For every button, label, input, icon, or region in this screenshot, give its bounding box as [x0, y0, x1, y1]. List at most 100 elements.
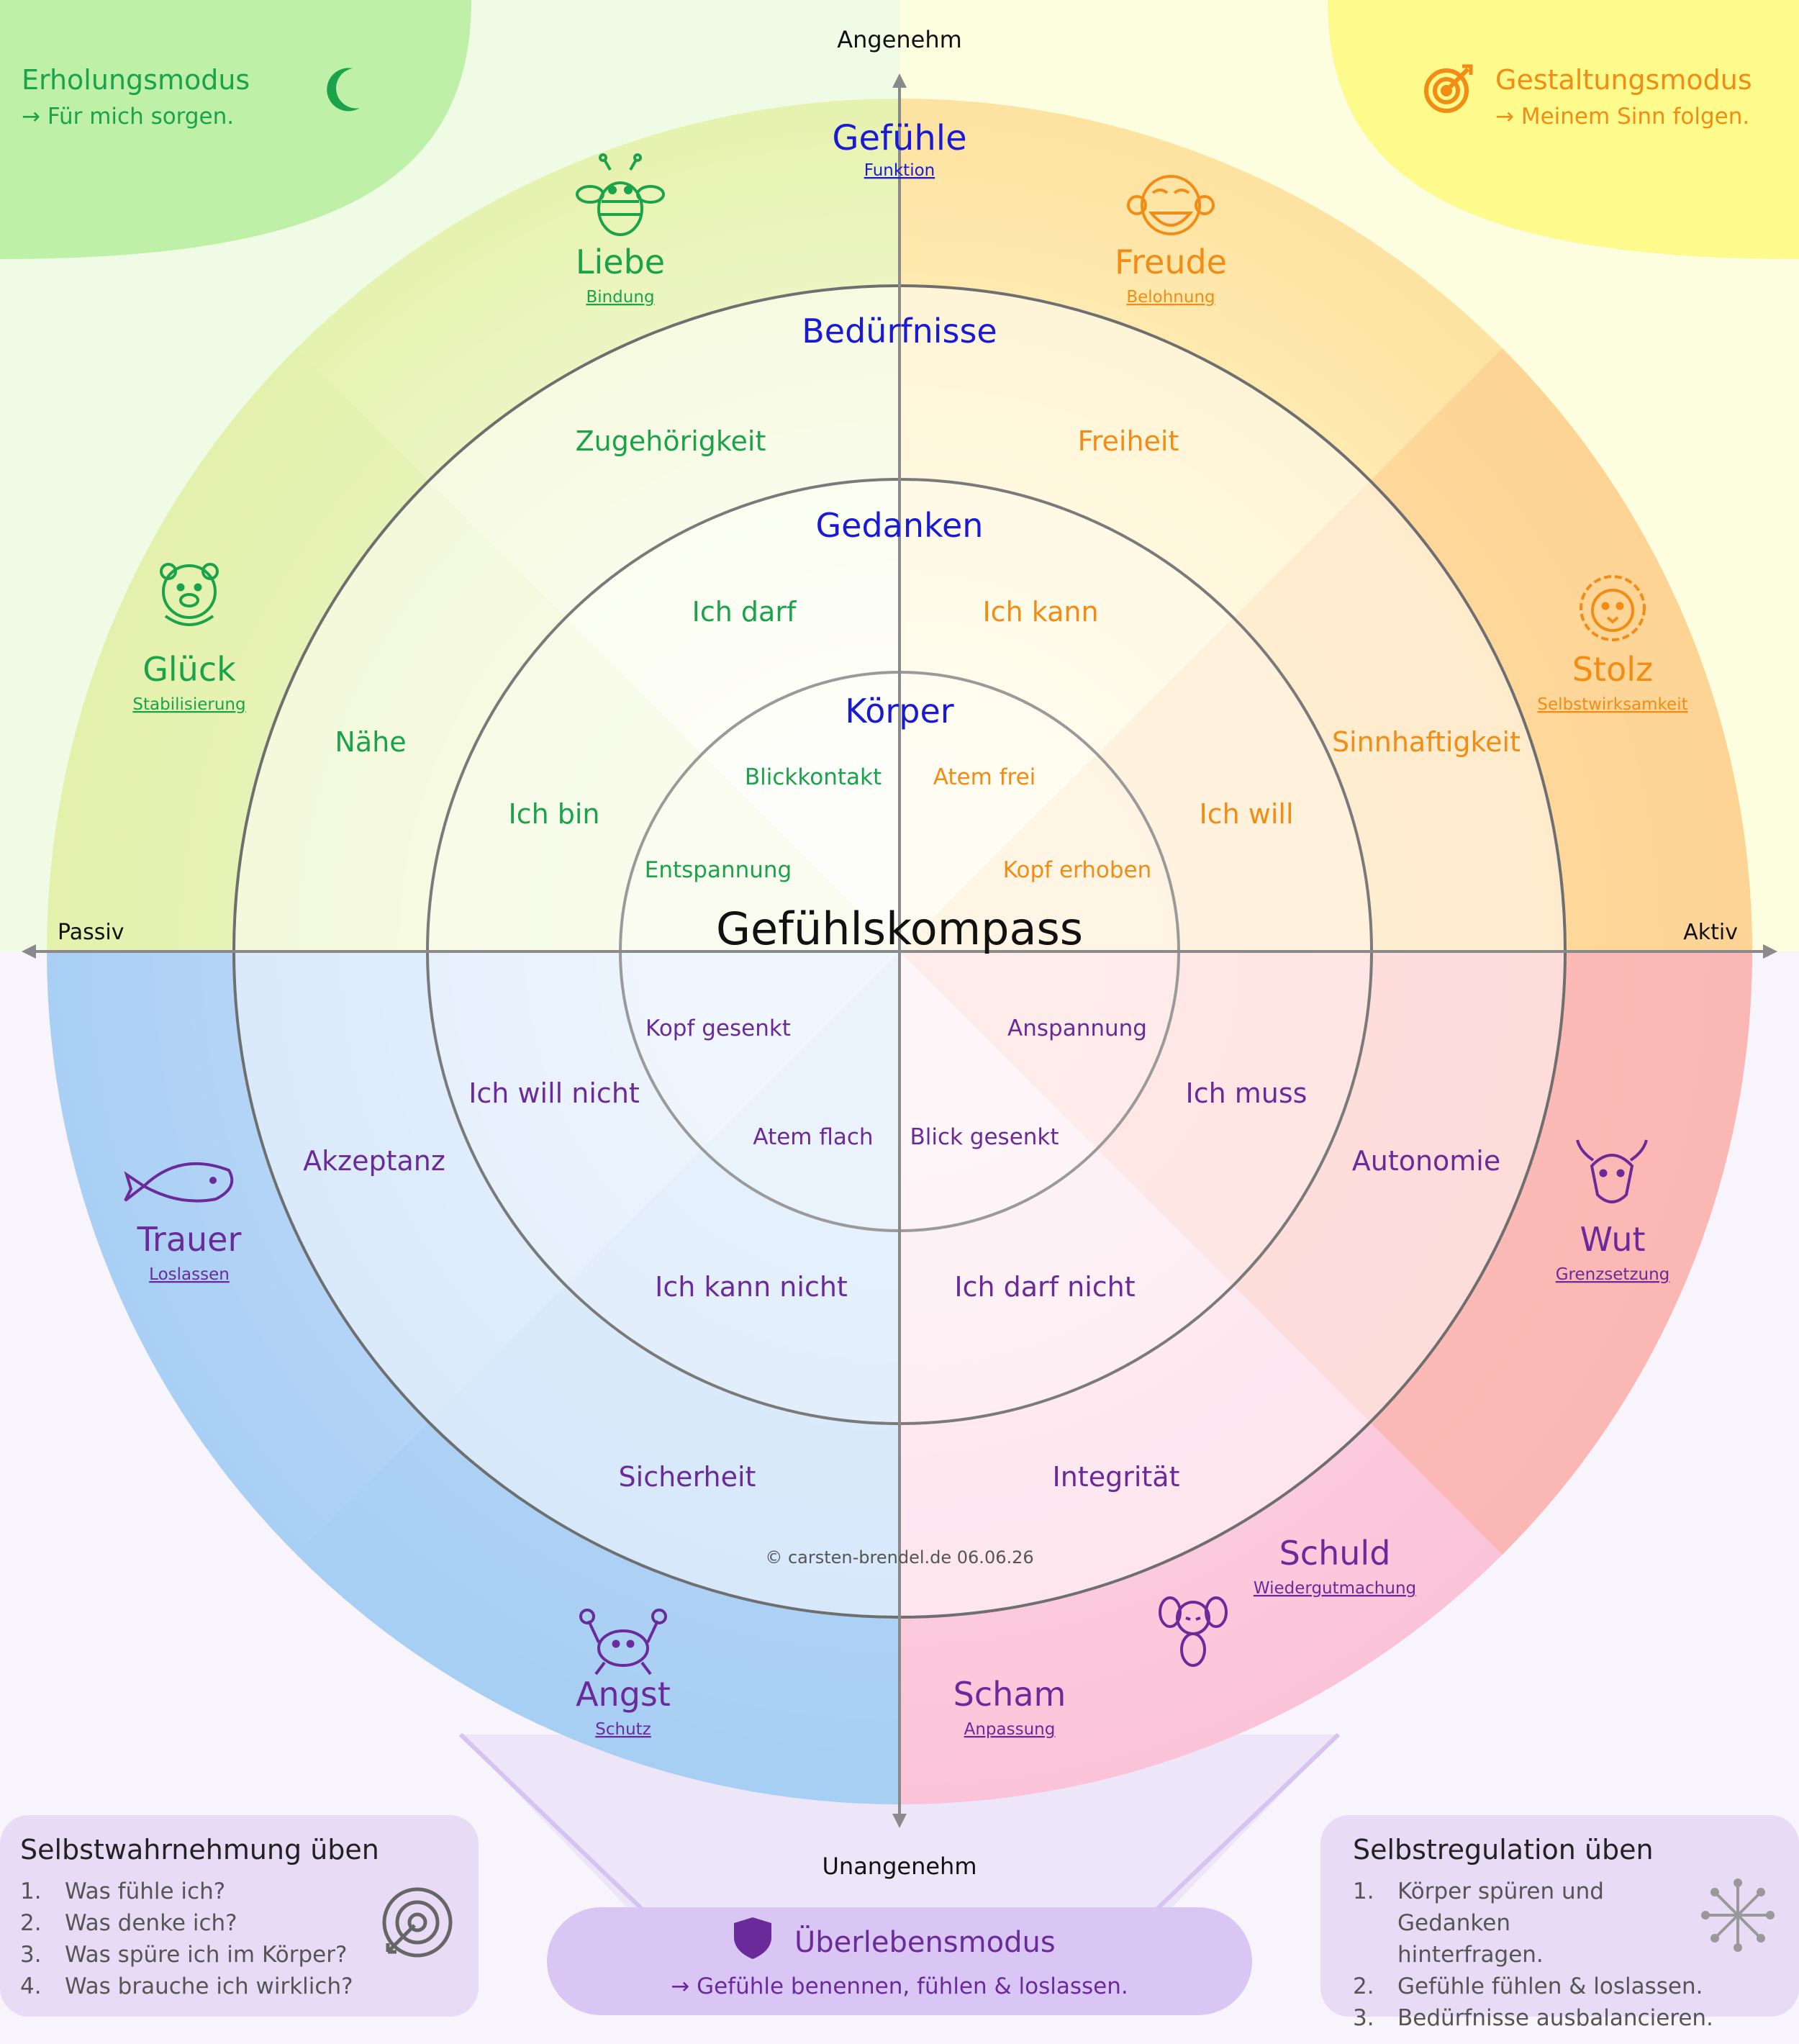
list-item: 3.Was spüre ich im Körper?	[20, 1942, 348, 1968]
emotion-function: Loslassen	[149, 1265, 230, 1284]
selbstregulation-title: Selbstregulation üben	[1353, 1834, 1654, 1866]
emotion-trauer: Trauer Loslassen	[124, 1162, 242, 1284]
gestaltungsmodus-region	[1328, 0, 1799, 259]
ring-title-koerper: Körper	[845, 692, 953, 731]
emotion-function: Stabilisierung	[132, 695, 245, 714]
need-integritaet: Integrität	[1053, 1461, 1180, 1493]
emotion-name: Schuld	[1279, 1534, 1391, 1573]
ueberlebensmodus-subtitle: → Gefühle benennen, fühlen & loslassen.	[671, 1973, 1128, 1999]
thought-ich-will: Ich will	[1199, 798, 1293, 830]
emotion-scham: Scham Anpassung	[953, 1675, 1066, 1739]
ring-title-gefuehle: Gefühle	[832, 118, 966, 158]
erholungsmodus-title: Erholungsmodus	[22, 64, 250, 96]
emotion-function: Anpassung	[964, 1720, 1056, 1739]
axis-label-left: Passiv	[58, 920, 124, 945]
thought-ich-kann: Ich kann	[982, 596, 1098, 628]
selbstwahrnehmung-box: Selbstwahrnehmung üben 1.Was fühle ich? …	[0, 1815, 479, 2017]
need-sicherheit: Sicherheit	[619, 1461, 756, 1493]
thought-ich-darf: Ich darf	[692, 596, 797, 628]
thought-ich-bin: Ich bin	[508, 798, 599, 830]
emotion-function: Bindung	[586, 288, 654, 307]
need-zugehoerigkeit: Zugehörigkeit	[576, 425, 766, 457]
selbstregulation-list: 1.Körper spüren und Gedanken hinterfrage…	[1353, 1876, 1767, 2034]
emotion-name: Trauer	[137, 1220, 242, 1259]
list-item: 2.Gefühle fühlen & loslassen.	[1353, 1973, 1703, 1999]
bear-icon	[160, 563, 219, 626]
thought-ich-kann-nicht: Ich kann nicht	[655, 1271, 848, 1303]
selbstregulation-box: Selbstregulation üben 1.Körper spüren un…	[1320, 1815, 1799, 2031]
shield-icon	[734, 1917, 771, 1959]
axis-label-right: Aktiv	[1683, 920, 1738, 945]
funnel	[461, 1735, 1338, 1929]
erholungsmodus-region	[0, 0, 471, 259]
body-blickkontakt: Blickkontakt	[745, 764, 882, 790]
emotion-schuld: Schuld Wiedergutmachung	[1159, 1534, 1416, 1667]
ring-subtitle-funktion: Funktion	[864, 161, 935, 180]
bull-icon	[1576, 1139, 1648, 1203]
ueberlebensmodus-title: Überlebensmodus	[794, 1925, 1056, 1959]
emotion-function: Belohnung	[1126, 288, 1215, 307]
emotion-name: Glück	[142, 650, 236, 689]
emotion-function: Wiedergutmachung	[1254, 1579, 1416, 1598]
compass-rose-icon	[1701, 1878, 1775, 1952]
emotion-function: Selbstwirksamkeit	[1537, 695, 1687, 714]
gestaltungsmodus-title: Gestaltungsmodus	[1495, 64, 1752, 96]
body-blick-gesenkt: Blick gesenkt	[910, 1124, 1059, 1150]
list-item: 3.Bedürfnisse ausbalancieren.	[1353, 2005, 1713, 2031]
need-sinnhaftigkeit: Sinnhaftigkeit	[1332, 726, 1521, 758]
ring-title-beduerfnisse: Bedürfnisse	[802, 312, 997, 351]
emotion-stolz: Stolz Selbstwirksamkeit	[1537, 575, 1688, 714]
emotion-name: Stolz	[1572, 650, 1653, 689]
body-kopf-erhoben: Kopf erhoben	[1003, 857, 1151, 883]
emotion-glueck: Glück Stabilisierung	[132, 563, 246, 714]
bee-icon	[576, 153, 665, 236]
body-entspannung: Entspannung	[645, 857, 792, 883]
need-naehe: Nähe	[335, 726, 406, 758]
need-autonomie: Autonomie	[1352, 1145, 1501, 1177]
emotion-function: Schutz	[595, 1720, 651, 1739]
emotion-angst: Angst Schutz	[576, 1609, 671, 1739]
emotion-name: Liebe	[576, 243, 665, 281]
emotion-liebe: Liebe Bindung	[576, 153, 665, 307]
axis-label-bottom: Unangenehm	[822, 1853, 976, 1880]
thought-ich-will-nicht: Ich will nicht	[468, 1077, 640, 1109]
emotion-name: Wut	[1580, 1220, 1645, 1259]
selbstwahrnehmung-list: 1.Was fühle ich? 2.Was denke ich? 3.Was …	[20, 1876, 458, 2002]
body-anspannung: Anspannung	[1007, 1016, 1147, 1041]
target-icon	[1424, 64, 1473, 113]
emotion-wut: Wut Grenzsetzung	[1556, 1139, 1670, 1284]
thought-ich-muss: Ich muss	[1186, 1077, 1308, 1109]
body-kopf-gesenkt: Kopf gesenkt	[645, 1016, 791, 1041]
fly-icon	[1159, 1596, 1228, 1667]
selbstwahrnehmung-title: Selbstwahrnehmung üben	[20, 1834, 379, 1866]
copyright: © carsten-brendel.de 06.06.26	[765, 1547, 1033, 1568]
emotion-name: Scham	[953, 1675, 1066, 1714]
body-atem-flach: Atem flach	[753, 1124, 873, 1150]
body-atem-frei: Atem frei	[933, 764, 1036, 790]
emotion-name: Freude	[1115, 243, 1227, 281]
ring-title-gedanken: Gedanken	[816, 506, 984, 545]
need-freiheit: Freiheit	[1078, 425, 1179, 457]
moon-icon	[327, 68, 360, 112]
lion-icon	[1580, 575, 1646, 641]
monkey-icon	[1127, 175, 1215, 235]
funnel-line-left	[458, 1732, 650, 1917]
emotion-freude: Freude Belohnung	[1115, 175, 1227, 307]
list-item: 1.Körper spüren und Gedanken hinterfrage…	[1353, 1878, 1604, 1968]
ueberlebensmodus-box: Überlebensmodus → Gefühle benennen, fühl…	[547, 1907, 1252, 2015]
page-title: Gefühlskompass	[716, 903, 1083, 955]
need-akzeptanz: Akzeptanz	[303, 1145, 445, 1177]
erholungsmodus-subtitle: → Für mich sorgen.	[22, 104, 234, 130]
emotion-function: Grenzsetzung	[1556, 1265, 1670, 1284]
emotion-name: Angst	[576, 1675, 671, 1714]
funnel-line-right	[1149, 1732, 1341, 1917]
target-icon	[382, 1887, 453, 1958]
list-item: 2.Was denke ich?	[20, 1910, 237, 1936]
thought-ich-darf-nicht: Ich darf nicht	[954, 1271, 1135, 1303]
crab-icon	[579, 1609, 667, 1676]
gestaltungsmodus-subtitle: → Meinem Sinn folgen.	[1495, 104, 1749, 130]
list-item: 1.Was fühle ich?	[20, 1878, 226, 1904]
list-item: 4.Was brauche ich wirklich?	[20, 1973, 353, 1999]
whale-icon	[124, 1162, 234, 1203]
